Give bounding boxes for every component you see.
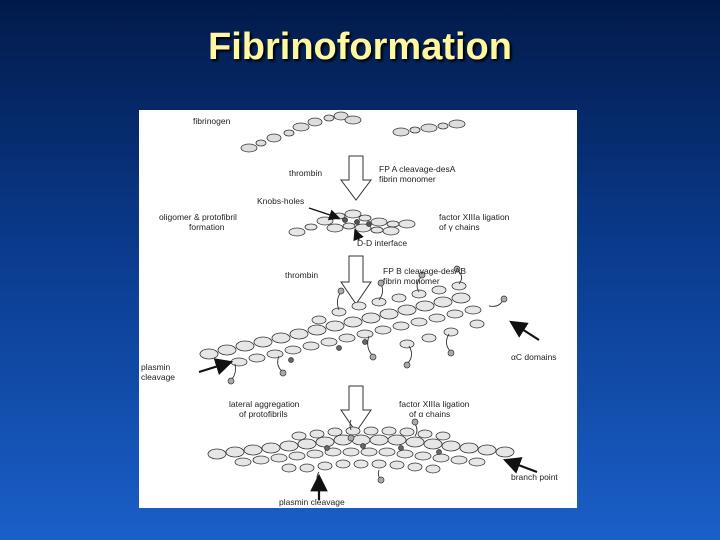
protofibril-network bbox=[199, 281, 485, 367]
label-lateral-line1: lateral aggregation bbox=[229, 399, 300, 409]
dd-interface-arrow bbox=[353, 228, 364, 242]
step-arrow-3 bbox=[340, 385, 372, 433]
label-plasmin-line1: plasmin bbox=[141, 362, 171, 372]
label-plasmin-cleavage-bottom: plasmin cleavage bbox=[279, 497, 345, 507]
branch-point-arrow bbox=[502, 457, 538, 474]
label-oligomer-line2: formation bbox=[189, 222, 225, 232]
plasmin-cleavage-arrow bbox=[198, 358, 234, 375]
label-plasmin-line2: cleavage bbox=[141, 372, 175, 382]
label-oligomer-line1: oligomer & protofibril bbox=[159, 212, 237, 222]
label-fpa-line2: fibrin monomer bbox=[379, 174, 436, 184]
step-arrow-1 bbox=[340, 155, 372, 201]
protofibril-oligomer bbox=[288, 209, 416, 237]
label-fibrinogen: fibrinogen bbox=[193, 116, 231, 126]
step-arrow-2 bbox=[340, 255, 372, 305]
label-thrombin-1: thrombin bbox=[289, 168, 322, 178]
label-fpa-line1: FP A cleavage-desA bbox=[379, 164, 456, 174]
label-xiiia-alpha-line1: factor XIIIa ligation bbox=[399, 399, 470, 409]
label-dd-interface: D-D interface bbox=[357, 238, 407, 248]
alphac-domains-arrow bbox=[509, 320, 540, 341]
label-branch-point: branch point bbox=[511, 472, 558, 482]
fibrin-formation-diagram: fibrinogen thrombin FP A cleavage-desA f… bbox=[139, 110, 577, 508]
alpha-c-knobs-network bbox=[227, 265, 508, 385]
label-knobs-holes: Knobs-holes bbox=[257, 196, 304, 206]
fibrinogen-molecule-left bbox=[240, 111, 362, 153]
label-xiiia-gamma-line1: factor XIIIa ligation bbox=[439, 212, 510, 222]
label-xiiia-gamma-line2: of γ chains bbox=[439, 222, 480, 232]
label-fpb-line1: FP B cleavage-desAB bbox=[383, 266, 466, 276]
label-lateral-line2: of protofibrils bbox=[239, 409, 288, 419]
slide-title: Fibrinoformation bbox=[208, 26, 512, 68]
label-thrombin-2: thrombin bbox=[285, 270, 318, 280]
knobs-holes-arrow bbox=[308, 207, 341, 221]
fibrin-fiber bbox=[207, 426, 515, 474]
label-xiiia-alpha-line2: of α chains bbox=[409, 409, 450, 419]
label-fpb-line2: fibrin monomer bbox=[383, 276, 440, 286]
label-alphac-domains: αC domains bbox=[511, 352, 557, 362]
fibrinogen-molecule-right bbox=[392, 119, 466, 137]
